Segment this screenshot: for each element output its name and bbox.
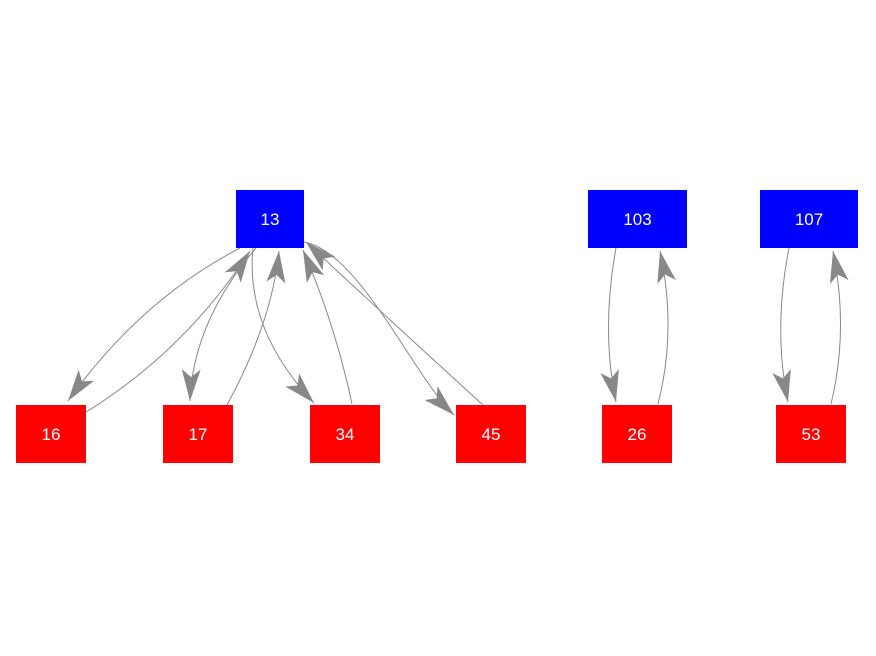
graph-node-45: 45 (456, 405, 526, 463)
graph-node-107: 107 (760, 190, 858, 248)
node-rect-107 (760, 190, 858, 248)
node-label-17: 17 (189, 425, 208, 444)
node-label-53: 53 (802, 425, 821, 444)
node-label-45: 45 (482, 425, 501, 444)
node-label-26: 26 (628, 425, 647, 444)
graph-node-13: 13 (236, 190, 304, 248)
graph-node-53: 53 (776, 405, 846, 463)
node-rect-103 (588, 190, 687, 248)
graph-edge-17-13 (226, 250, 286, 406)
graph-node-26: 26 (602, 405, 672, 463)
graph-node-103: 103 (588, 190, 687, 248)
graph-edge-107-53 (772, 247, 791, 403)
node-rect-26 (602, 405, 672, 463)
graph-edge-13-16 (67, 247, 241, 402)
graph-node-17: 17 (163, 405, 233, 463)
graph-edge-53-107 (829, 250, 849, 405)
node-label-16: 16 (42, 425, 61, 444)
graph-edge-13-17 (181, 247, 257, 402)
graph-edge-45-13 (305, 241, 484, 406)
node-rect-16 (16, 405, 86, 463)
node-label-34: 34 (336, 425, 355, 444)
graph-node-16: 16 (16, 405, 86, 463)
node-label-103: 103 (623, 210, 651, 229)
node-rect-45 (456, 405, 526, 463)
graph-edge-26-103 (657, 250, 676, 405)
node-rect-53 (776, 405, 846, 463)
graph-node-34: 34 (310, 405, 380, 463)
node-label-13: 13 (261, 210, 280, 229)
node-rect-17 (163, 405, 233, 463)
graph-edge-13-34 (251, 247, 315, 404)
graph-edge-13-45 (303, 241, 455, 416)
graph-edge-16-13 (85, 250, 251, 413)
node-rect-34 (310, 405, 380, 463)
graph-edge-34-13 (302, 249, 353, 405)
node-rect-13 (236, 190, 304, 248)
graph-edge-103-26 (600, 247, 619, 403)
node-label-107: 107 (795, 210, 823, 229)
